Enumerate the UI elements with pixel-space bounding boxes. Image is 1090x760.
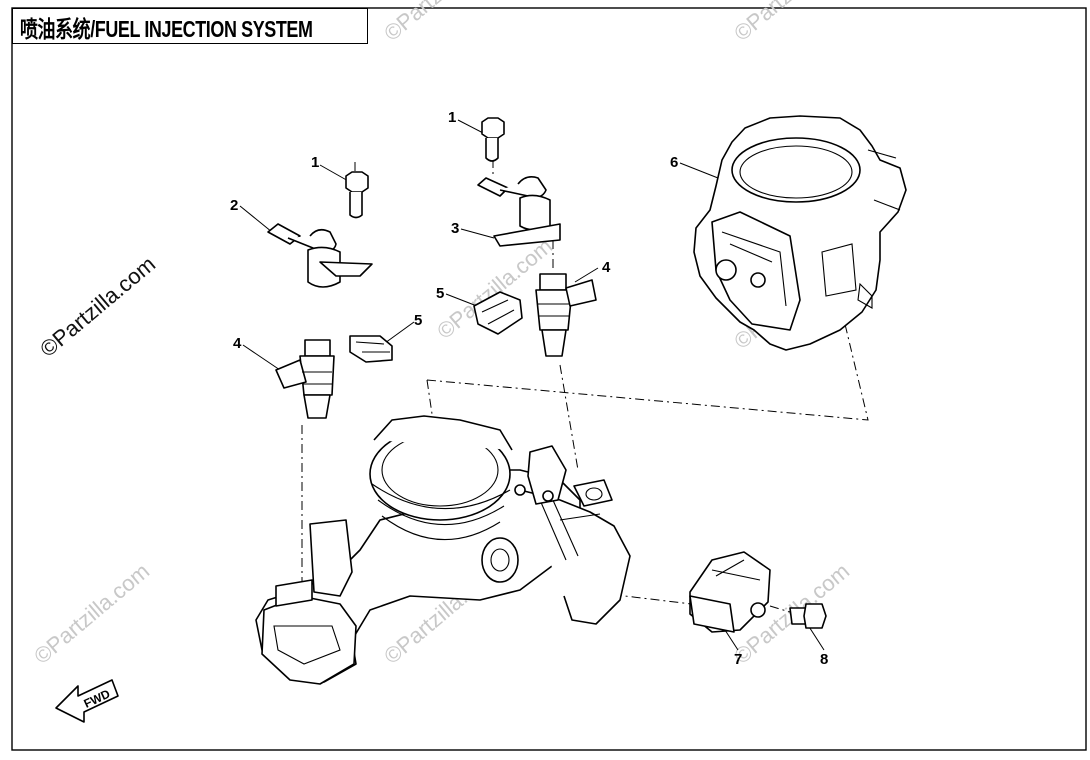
callout-1-right: 1	[448, 109, 456, 126]
fuel-injector-left[interactable]	[275, 339, 335, 419]
bolt-right[interactable]	[481, 117, 505, 162]
watermark-2: ©Partzilla.com	[729, 0, 854, 46]
callout-7: 7	[734, 651, 742, 668]
watermark-5: ©Partzilla.com	[29, 558, 154, 669]
fuel-elbow-right[interactable]	[477, 176, 561, 247]
bolt-left[interactable]	[345, 171, 369, 219]
title-box	[12, 8, 368, 44]
fuel-injector-right[interactable]	[535, 273, 597, 357]
callout-numbers: 1 2 4 1 3 4 5 5 6 7 8	[230, 109, 828, 668]
retainer-clip-right[interactable]	[473, 291, 523, 335]
callout-4-left: 4	[233, 335, 242, 352]
fwd-arrow: FWD	[55, 679, 119, 723]
callout-4-right: 4	[602, 259, 611, 276]
callout-5-right: 5	[436, 285, 444, 302]
callout-8: 8	[820, 651, 828, 668]
map-sensor[interactable]	[689, 551, 771, 633]
watermark-1: ©Partzilla.com	[379, 0, 504, 46]
callout-2: 2	[230, 197, 238, 214]
fwd-label: FWD	[82, 687, 113, 711]
fuel-elbow-left[interactable]	[267, 223, 373, 288]
sensor-screw[interactable]	[789, 603, 827, 629]
callout-5-left: 5	[414, 312, 422, 329]
callout-3: 3	[451, 220, 459, 237]
throttle-body[interactable]	[693, 115, 907, 351]
watermark-main: ©Partzilla.com	[35, 251, 160, 362]
callout-1-left: 1	[311, 154, 319, 171]
outer-frame	[11, 7, 1087, 751]
callout-6: 6	[670, 154, 678, 171]
page-title: 喷油系统/FUEL INJECTION SYSTEM	[20, 16, 313, 42]
intake-manifold[interactable]	[255, 415, 631, 685]
retainer-clip-left[interactable]	[349, 335, 393, 363]
